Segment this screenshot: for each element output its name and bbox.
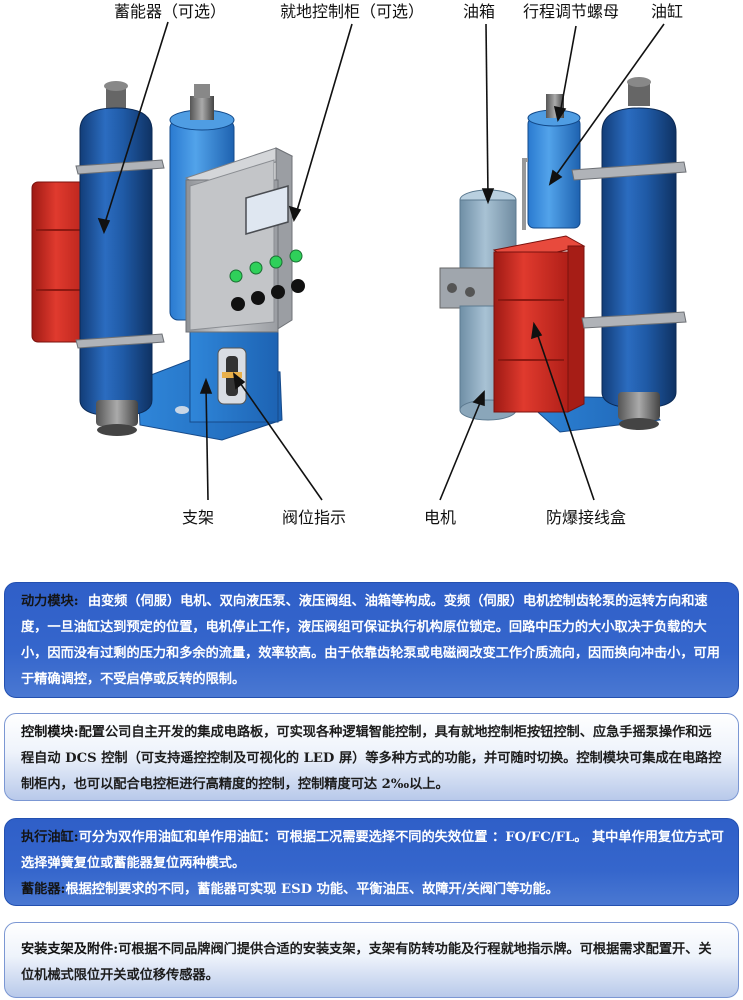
- callout-cylinder: 油缸: [651, 2, 684, 21]
- callout-junction-box: 防爆接线盒: [546, 508, 627, 527]
- control-module-title: 控制模块:: [21, 725, 79, 740]
- power-module-title: 动力模块:: [21, 594, 79, 609]
- control-module-text: 配置公司自主开发的集成电路板，可实现各种逻辑智能控制，具有就地控制柜按钮控制、应…: [21, 725, 722, 792]
- leader-lines: [97, 21, 665, 501]
- accumulator-text: 根据控制要求的不同，蓄能器可实现 ESD 功能、平衡油压、故障开/关阀门等功能。: [65, 882, 559, 897]
- left-actuator-assembly: [31, 81, 305, 441]
- actuator-cylinder-panel: 执行油缸:可分为双作用油缸和单作用油缸：可根据工况需要选择不同的失效位置 ：FO…: [4, 818, 739, 906]
- mounting-title: 安装支架及附件:: [21, 942, 119, 957]
- mounting-bracket-panel: 安装支架及附件:可根据不同品牌阀门提供合适的安装支架，支架有防转功能及行程就地指…: [4, 922, 739, 998]
- callout-stroke-nut: 行程调节螺母: [523, 2, 620, 21]
- callout-control-cabinet: 就地控制柜（可选）: [280, 2, 425, 21]
- control-module-panel: 控制模块:配置公司自主开发的集成电路板，可实现各种逻辑智能控制，具有就地控制柜按…: [4, 713, 739, 801]
- power-module-panel: 动力模块: 由变频（伺服）电机、双向液压泵、液压阀组、油箱等构成。变频（伺服）电…: [4, 582, 739, 698]
- right-accumulator-tank: [571, 77, 687, 430]
- right-actuator-assembly: [439, 77, 687, 433]
- accumulator-title: 蓄能器:: [21, 882, 66, 897]
- accumulator-tank: [75, 81, 165, 436]
- cylinder-title: 执行油缸:: [21, 830, 79, 845]
- power-module-text: 由变频（伺服）电机、双向液压泵、液压阀组、油箱等构成。变频（伺服）电机控制齿轮泵…: [21, 594, 720, 687]
- local-control-cabinet: [184, 147, 305, 333]
- callout-oil-tank: 油箱: [463, 2, 496, 21]
- mounting-text: 可根据不同品牌阀门提供合适的安装支架，支架有防转功能及行程就地指示牌。可根据需求…: [21, 942, 712, 983]
- callout-accumulator: 蓄能器（可选）: [114, 2, 227, 21]
- cylinder-text: 可分为双作用油缸和单作用油缸：可根据工况需要选择不同的失效位置 ：FO/FC/F…: [21, 830, 724, 871]
- product-illustration: [31, 21, 687, 501]
- callout-bracket: 支架: [182, 508, 215, 527]
- explosion-proof-junction-box: [492, 235, 586, 413]
- callout-valve-indicator: 阀位指示: [282, 508, 347, 527]
- callout-motor: 电机: [424, 508, 457, 527]
